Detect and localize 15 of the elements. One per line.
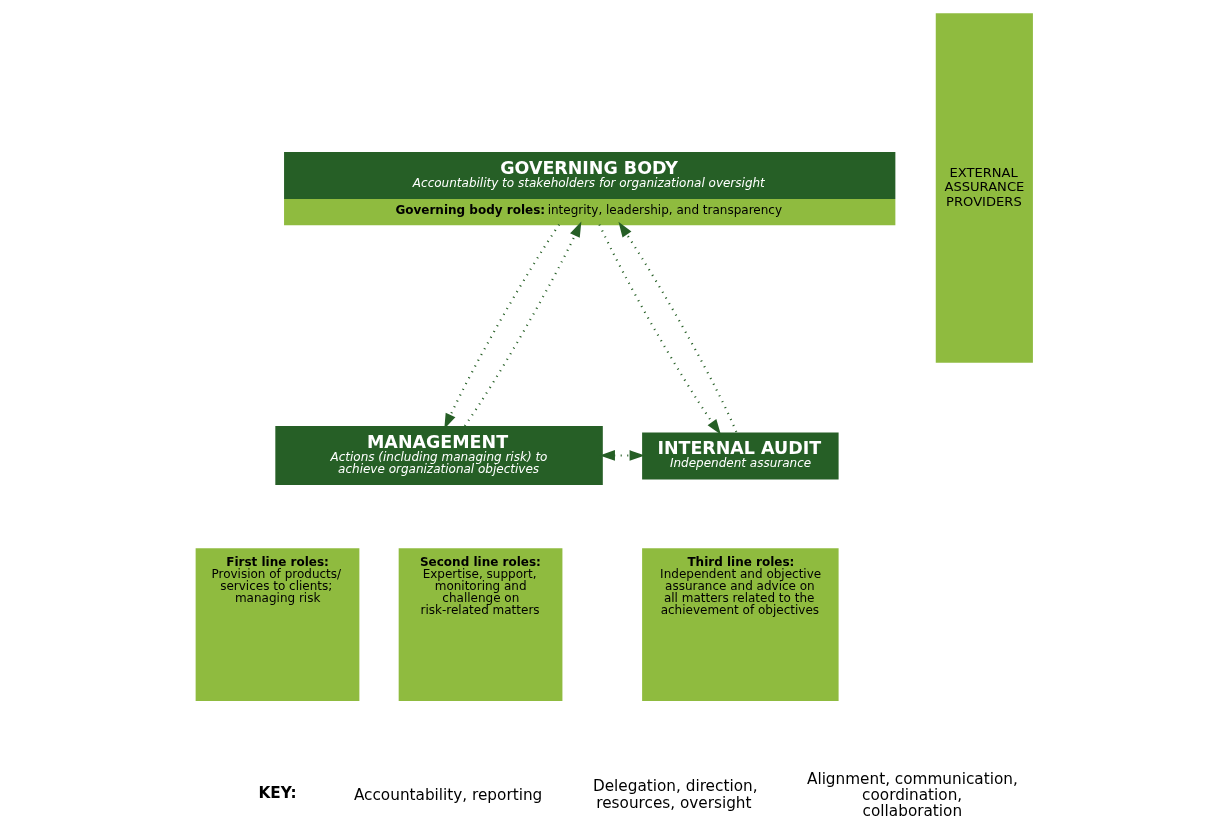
arrow	[443, 223, 560, 429]
node-box: First line roles: Provision of products/ services to clients; managing risk	[195, 547, 359, 701]
arrow	[617, 221, 737, 432]
node-box: Second line roles: Expertise, support, monitoring and challenge on risk-related matters	[398, 547, 562, 701]
legend-label: Alignment, communication, coordination, collaboration	[806, 769, 1018, 820]
node-box: MANAGEMENT Actions (including managing risk) to achieve organizational objectives	[274, 425, 603, 485]
arrow	[463, 221, 581, 427]
arrow	[599, 449, 645, 461]
node-box: Third line roles: Independent and objective assurance and advice on all matters related to the achievement of objectives	[641, 547, 839, 701]
label: KEY:	[257, 783, 296, 802]
legend-label: Delegation, direction, resources, oversight	[592, 776, 758, 812]
legend-label: Accountability, reporting	[353, 785, 542, 804]
arrow	[597, 223, 721, 435]
node-box: INTERNAL AUDIT Independent assurance	[641, 432, 839, 479]
node-box: EXTERNAL ASSURANCE PROVIDERS	[935, 12, 1033, 363]
